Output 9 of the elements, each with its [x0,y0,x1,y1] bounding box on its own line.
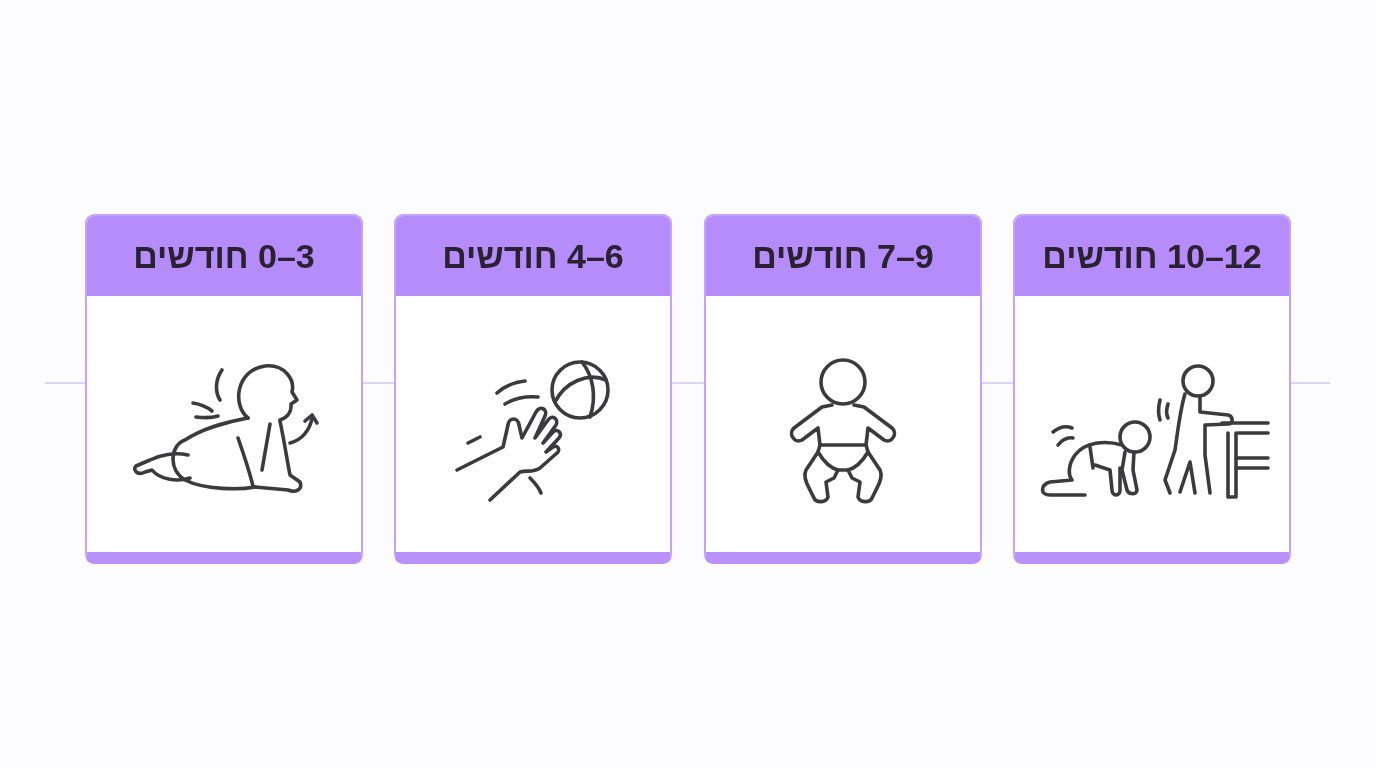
timeline-line [671,382,705,384]
stage-card [394,214,672,564]
timeline-line [362,382,395,384]
stage-card [1013,214,1291,564]
timeline-line [44,382,86,384]
timeline-line [1290,382,1331,384]
timeline-line [981,382,1014,384]
stage-card [704,214,982,564]
stage-card [85,214,363,564]
